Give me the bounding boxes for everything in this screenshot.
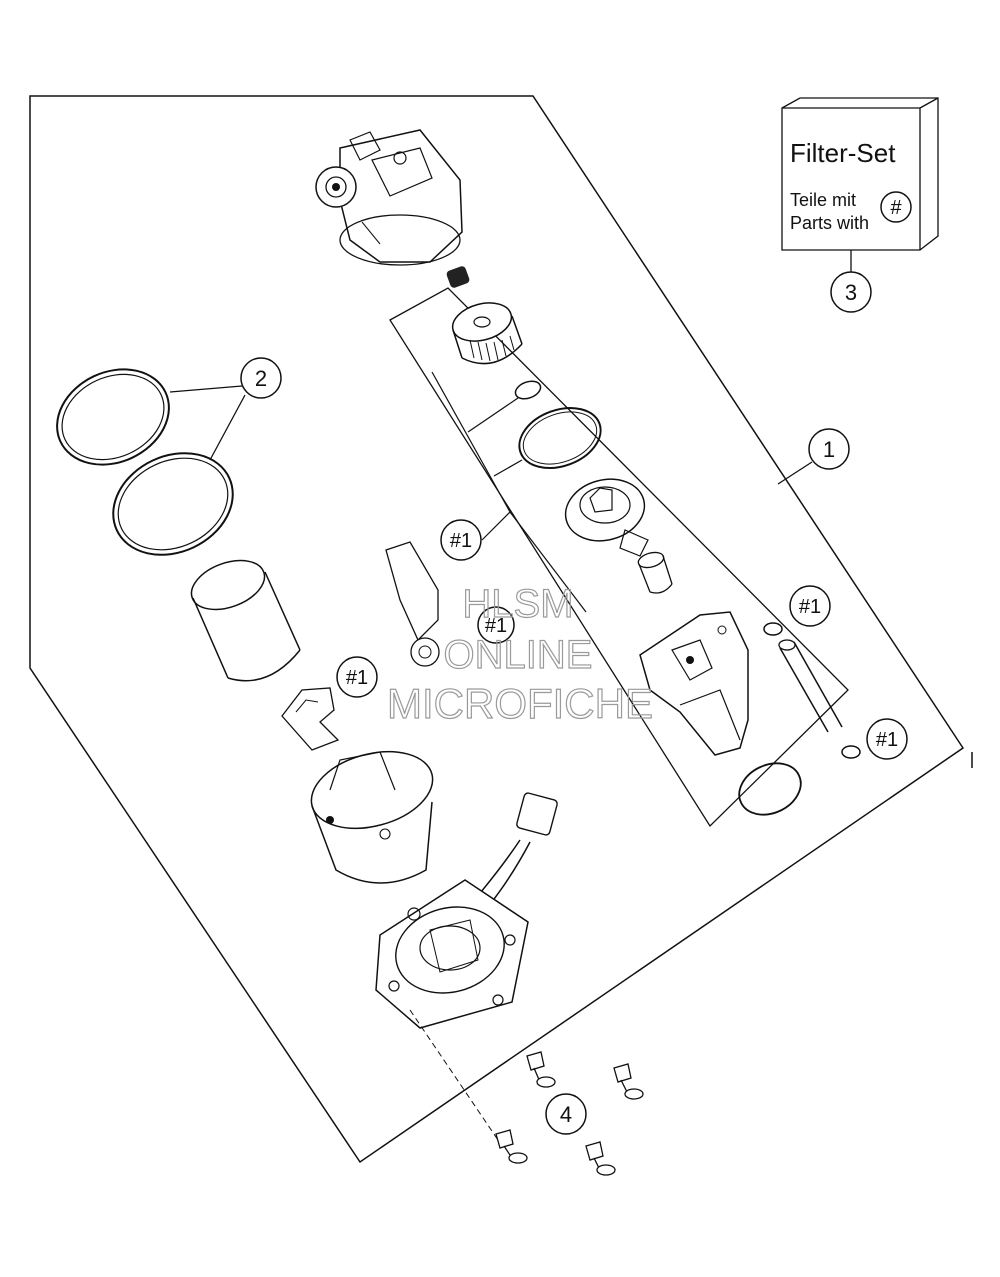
filter-set-badge-circle [880,191,912,223]
pressure-regulator [564,478,649,557]
svg-text:#1: #1 [799,596,821,618]
part1-group-frame [389,287,849,828]
svg-text:#1: #1 [485,615,507,637]
svg-text:2: 2 [255,366,267,391]
filter-set-title: Filter-Set [790,138,896,168]
filter-set-box: Filter-Set Teile mit Parts with # [781,97,939,251]
filter-badge-2: #1 [477,606,515,644]
medium-o-ring [518,407,602,469]
filter-set-line1: Teile mit [790,190,856,210]
screw-2 [613,1063,644,1100]
pump-pin [778,639,843,733]
pump-flange [375,879,529,1029]
small-o-ring [514,380,542,400]
filter-sleeve [190,559,301,682]
washer-lower [841,745,861,759]
washer-upper [763,622,783,636]
callout-2: 2 [169,357,282,461]
watermark-line3: MICROFICHE [387,680,653,727]
filter-element [451,302,523,365]
o-ring-bottom [738,762,802,816]
small-spring [446,266,470,288]
screw-1 [526,1051,556,1088]
pump-head [315,129,463,266]
assembly-frame [29,95,965,1164]
retaining-clip [281,687,340,751]
assembly-axis [409,1009,499,1141]
o-ring-large-upper [56,368,170,466]
filter-badge-5: #1 [866,718,908,760]
svg-text:#1: #1 [450,530,472,552]
watermark: HLSM ONLINE MICROFICHE [386,581,653,727]
filter-badge-3: #1 [336,656,378,698]
callout-3: 3 [830,271,872,313]
watermark-line1: HLSM [462,582,573,626]
filter-badge-4: #1 [789,585,831,627]
o-ring-large-lower [112,452,234,556]
fuel-pump-motor [639,611,749,756]
svg-text:4: 4 [560,1102,572,1127]
svg-text:3: 3 [845,280,857,305]
callout-4: 4 [545,1093,587,1135]
svg-text:1: 1 [823,437,835,462]
screw-3 [495,1129,528,1164]
filter-set-badge: # [890,197,902,219]
small-tube [637,551,673,594]
watermark-line2: ONLINE [444,633,593,677]
pump-housing [310,750,434,884]
svg-text:#1: #1 [346,667,368,689]
screw-4 [585,1141,616,1176]
filter-set-line2: Parts with [790,213,869,233]
svg-text:#1: #1 [876,729,898,751]
filter-badge-1: #1 [431,371,587,613]
callout-1: 1 [777,428,850,485]
intake-cover [385,541,440,667]
